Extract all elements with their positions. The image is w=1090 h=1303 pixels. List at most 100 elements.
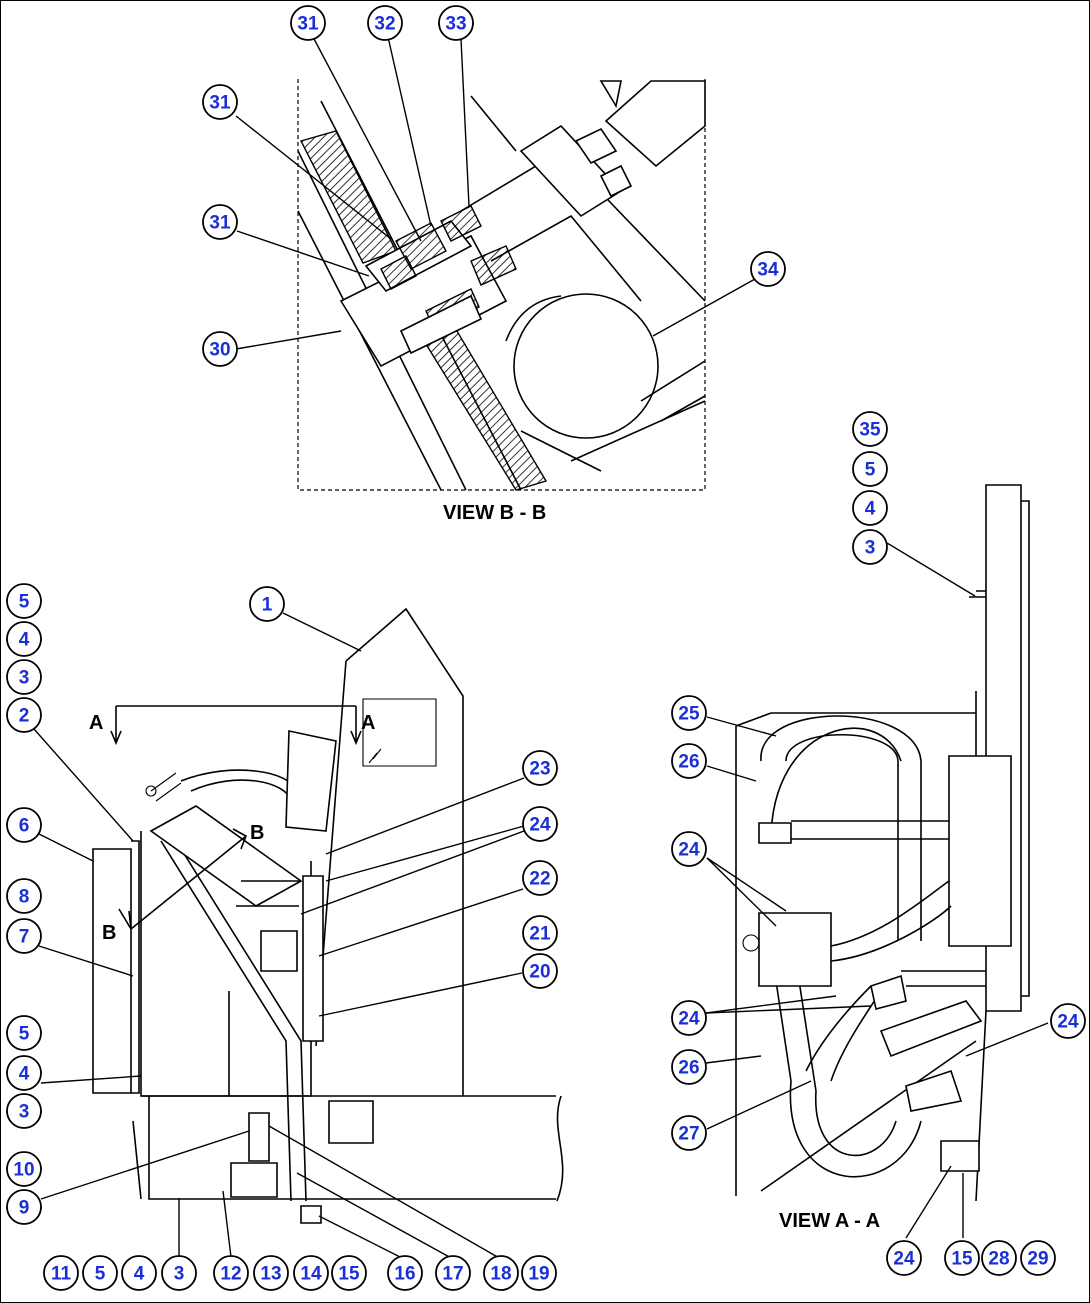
leader-lines (33, 36, 1049, 1260)
callout-24: 24 (671, 831, 707, 867)
callout-3: 3 (6, 659, 42, 695)
callout-21: 21 (522, 915, 558, 951)
callout-circle (852, 411, 888, 447)
callout-number: 4 (19, 1064, 30, 1085)
callout-2: 2 (6, 697, 42, 733)
callout-number: 33 (445, 14, 466, 35)
callout-number: 24 (678, 840, 700, 861)
callout-23: 23 (522, 750, 558, 786)
callout-number: 24 (678, 1009, 700, 1030)
callout-24: 24 (1050, 1003, 1086, 1039)
view-aa-label: VIEW A - A (779, 1210, 880, 1232)
callout-number: 5 (865, 460, 876, 481)
callout-circle (671, 831, 707, 867)
callout-33: 33 (438, 5, 474, 41)
callout-circle (750, 251, 786, 287)
callout-28: 28 (981, 1240, 1017, 1276)
callout-circle (367, 5, 403, 41)
callout-circle (249, 586, 285, 622)
callout-35: 35 (852, 411, 888, 447)
callout-circle (6, 621, 42, 657)
callout-number: 22 (529, 869, 550, 890)
callout-13: 13 (253, 1255, 289, 1291)
section-mark-a-right: A (361, 712, 375, 734)
callout-27: 27 (671, 1115, 707, 1151)
callout-circle (387, 1255, 423, 1291)
callout-number: 5 (95, 1264, 106, 1285)
callout-5: 5 (6, 1015, 42, 1051)
callout-10: 10 (6, 1151, 42, 1187)
callout-5: 5 (852, 451, 888, 487)
callout-circle (202, 331, 238, 367)
callout-number: 26 (678, 1058, 699, 1079)
callout-24: 24 (522, 806, 558, 842)
callout-number: 8 (19, 887, 30, 908)
callout-32: 32 (367, 5, 403, 41)
callout-circle (6, 807, 42, 843)
callout-circle (522, 953, 558, 989)
callout-circle (331, 1255, 367, 1291)
callout-number: 19 (528, 1264, 549, 1285)
callout-19: 19 (521, 1255, 557, 1291)
callout-circle (253, 1255, 289, 1291)
callout-6: 6 (6, 807, 42, 843)
callout-circle (293, 1255, 329, 1291)
callout-3: 3 (6, 1093, 42, 1129)
callout-34: 34 (750, 251, 786, 287)
section-mark-b-lower: B (102, 922, 116, 944)
callout-circle (202, 204, 238, 240)
callout-number: 4 (865, 499, 876, 520)
callout-circle (438, 5, 474, 41)
callout-number: 28 (988, 1249, 1009, 1270)
callout-circle (82, 1255, 118, 1291)
callout-29: 29 (1020, 1240, 1056, 1276)
callout-number: 21 (529, 924, 551, 945)
callout-14: 14 (293, 1255, 329, 1291)
callout-number: 26 (678, 752, 699, 773)
callout-number: 4 (134, 1264, 145, 1285)
callout-circle (121, 1255, 157, 1291)
callout-number: 12 (220, 1264, 241, 1285)
callout-number: 25 (678, 704, 700, 725)
callout-number: 32 (374, 14, 395, 35)
callout-circle (944, 1240, 980, 1276)
callout-circle (6, 697, 42, 733)
callout-3: 3 (852, 529, 888, 565)
callout-circle (213, 1255, 249, 1291)
callout-number: 16 (394, 1264, 415, 1285)
callout-20: 20 (522, 953, 558, 989)
callout-number: 2 (19, 706, 30, 727)
callout-number: 20 (529, 962, 550, 983)
callout-circle (1020, 1240, 1056, 1276)
callout-circle (671, 743, 707, 779)
callout-26: 26 (671, 1049, 707, 1085)
callout-circle (161, 1255, 197, 1291)
callout-number: 35 (859, 420, 881, 441)
callout-24: 24 (671, 1000, 707, 1036)
callout-4: 4 (6, 621, 42, 657)
callout-31: 31 (290, 5, 326, 41)
callout-4: 4 (121, 1255, 157, 1291)
callout-number: 24 (1057, 1012, 1079, 1033)
callout-24: 24 (886, 1240, 922, 1276)
callout-circle (671, 695, 707, 731)
callout-26: 26 (671, 743, 707, 779)
callout-number: 14 (300, 1264, 322, 1285)
section-mark-b-upper: B (250, 822, 264, 844)
callout-number: 30 (209, 340, 230, 361)
callout-8: 8 (6, 878, 42, 914)
callout-number: 1 (262, 595, 273, 616)
callout-number: 15 (338, 1264, 360, 1285)
callout-4: 4 (852, 490, 888, 526)
callout-circle (6, 583, 42, 619)
view-bb-detail (297, 79, 706, 491)
callout-number: 24 (893, 1249, 915, 1270)
callout-circle (6, 1189, 42, 1225)
callout-5: 5 (6, 583, 42, 619)
callout-circle (6, 878, 42, 914)
callout-1: 1 (249, 586, 285, 622)
callout-circle (522, 915, 558, 951)
callout-number: 13 (260, 1264, 281, 1285)
